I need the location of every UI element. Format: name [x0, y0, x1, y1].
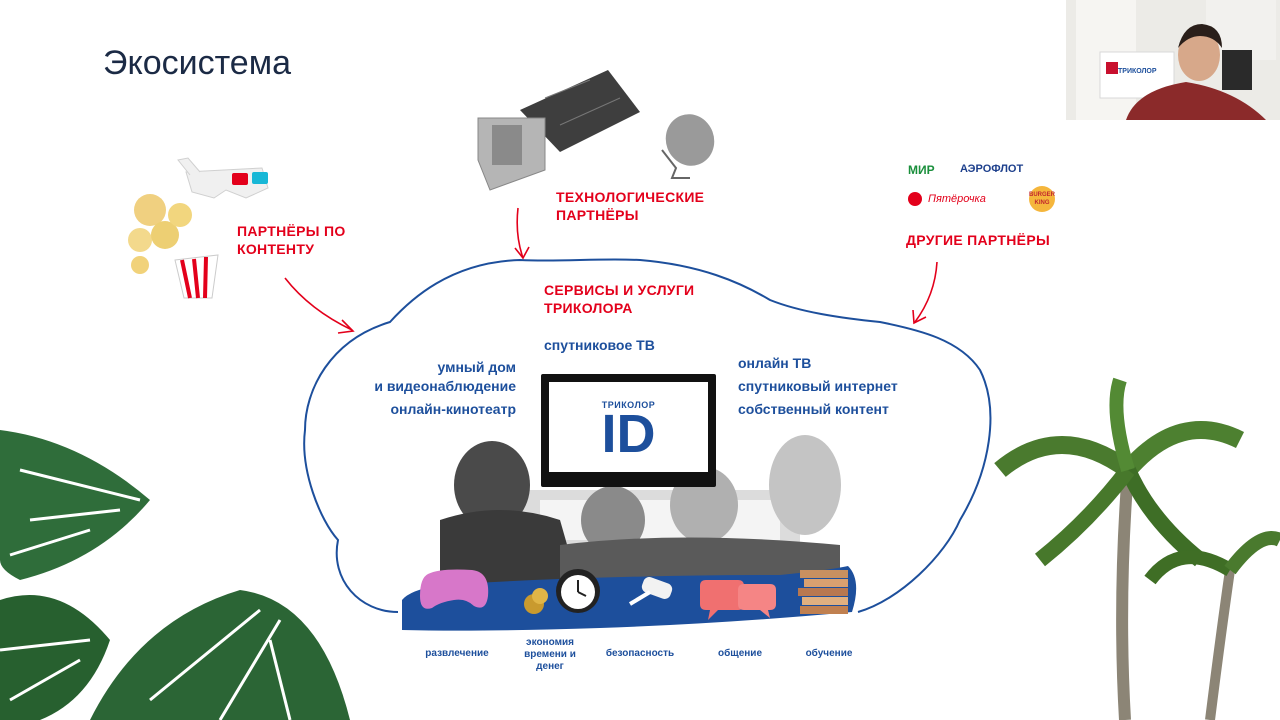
- service-satellite-tv: спутниковое ТВ: [544, 337, 655, 353]
- services-title: СЕРВИСЫ И УСЛУГИ ТРИКОЛОРА: [544, 282, 695, 316]
- monstera-leaves-illustration: [0, 430, 350, 720]
- alarm-clock-icon: [556, 569, 600, 613]
- popcorn-icon: [128, 194, 219, 299]
- chat-bubbles-icon: [700, 580, 776, 620]
- arrow-other-partners: [914, 261, 938, 323]
- category-communication: общение: [717, 648, 763, 659]
- tech-partners-label: ТЕХНОЛОГИЧЕСКИЕ ПАРТНЁРЫ: [556, 189, 705, 223]
- right-services-list: онлайн ТВ спутниковый интернет собственн…: [738, 352, 958, 421]
- pyaterochka-logo: Пятёрочка: [928, 193, 986, 205]
- webcam-banner-text: ТРИКОЛОР: [1118, 68, 1157, 75]
- tv-display: ТРИКОЛОР ID: [549, 382, 708, 472]
- tv-screen: ТРИКОЛОР ID: [541, 374, 716, 487]
- mir-logo: МИР: [908, 163, 935, 177]
- aeroflot-logo: АЭРОФЛОТ: [960, 163, 1024, 175]
- tricolor-id-logo: ID: [601, 404, 656, 464]
- service-online-cinema: онлайн-кинотеатр: [390, 401, 516, 417]
- category-security: безопасность: [605, 648, 675, 659]
- burger-king-logo: BURGER KING: [1029, 186, 1055, 212]
- palm-tree-illustration: [994, 377, 1280, 720]
- category-save-time-money: экономия времени и денег: [524, 637, 576, 672]
- slide-title: Экосистема: [103, 44, 291, 82]
- books-icon: [798, 570, 848, 614]
- arrow-tech-partners: [516, 207, 524, 259]
- pyaterochka-icon: [908, 192, 922, 206]
- service-own-content: собственный контент: [738, 401, 889, 417]
- 3d-glasses-icon: [177, 157, 269, 199]
- category-entertainment: развлечение: [425, 648, 489, 659]
- tricolor-brand-small: ТРИКОЛОР: [601, 400, 656, 410]
- other-partners-label: ДРУГИЕ ПАРТНЁРЫ: [906, 232, 1050, 248]
- security-camera-icon: [628, 577, 673, 606]
- service-video-surveillance: и видеонаблюдение: [374, 378, 516, 394]
- service-smart-home: умный дом: [437, 359, 516, 375]
- gamepad-icon: [420, 569, 489, 609]
- webcam-image: [1066, 0, 1280, 120]
- webcam-feed: ТРИКОЛОР: [1066, 0, 1280, 120]
- arrow-content-partners: [284, 277, 353, 331]
- left-services-list: умный дом и видеонаблюдение онлайн-кинот…: [300, 356, 516, 421]
- satellite-icon: [477, 70, 640, 191]
- content-partners-label: ПАРТНЁРЫ ПО КОНТЕНТУ: [237, 223, 346, 257]
- category-education: обучение: [805, 648, 853, 659]
- satellite-dish-icon: [661, 114, 715, 179]
- service-online-tv: онлайн ТВ: [738, 355, 812, 371]
- service-satellite-internet: спутниковый интернет: [738, 378, 898, 394]
- coins-icon: [524, 588, 548, 614]
- ecosystem-cloud-outline: [303, 258, 992, 613]
